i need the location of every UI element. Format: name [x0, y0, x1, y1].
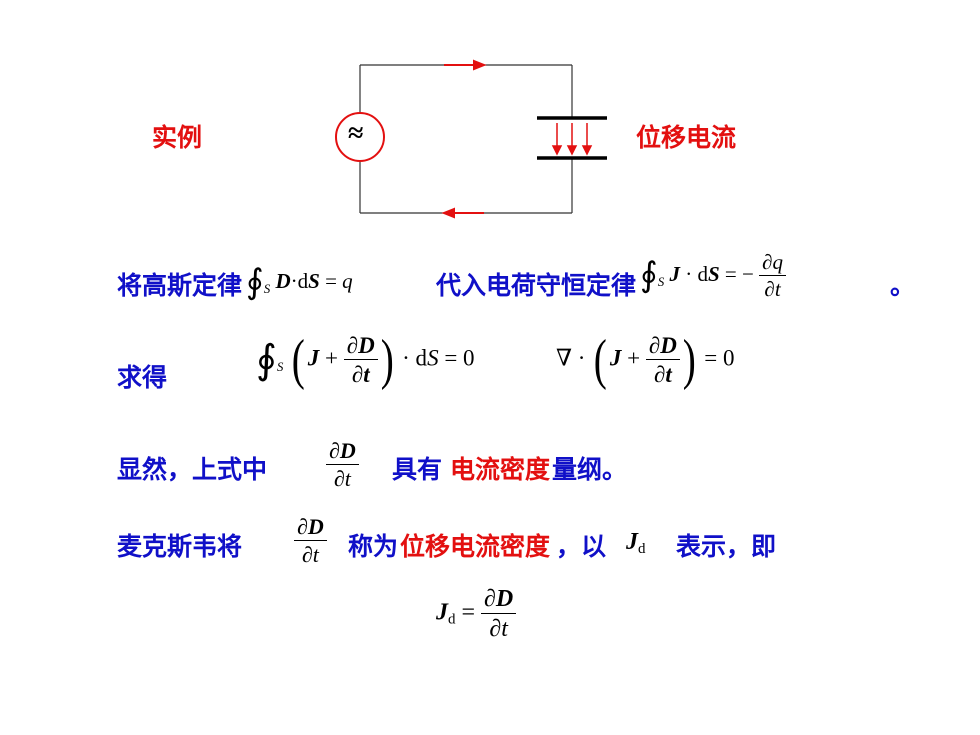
line4-text-d: ，以 [556, 532, 607, 561]
dD-dt-fraction-2: ∂D∂t [294, 516, 327, 566]
line1-text-b: 代入电荷守恒定律 [436, 271, 637, 300]
line2-label: 求得 [117, 363, 168, 392]
result-differential-formula: ∇ · (J + ∂D∂t) = 0 [556, 328, 735, 391]
displacement-current-label: 位移电流 [636, 123, 737, 152]
ac-source-circle [335, 112, 385, 162]
result-integral-formula: ∮S (J + ∂D∂t) · dS = 0 [256, 328, 475, 391]
ac-source-symbol: ≈ [348, 118, 364, 149]
line1-text-a: 将高斯定律 [117, 271, 243, 300]
line3-text-a: 显然，上式中 [117, 455, 268, 484]
Jd-symbol: Jd [626, 529, 646, 557]
line4-text-b: 称为 [348, 532, 399, 561]
circuit-wires [359, 64, 573, 214]
line4-text-e: 表示，即 [676, 532, 777, 561]
line3-current-density: 电流密度 [450, 455, 551, 484]
displacement-field-arrows [551, 123, 593, 156]
current-arrow-bottom [441, 207, 484, 219]
gauss-law-formula: ∮S D·dS = q [246, 264, 353, 301]
charge-conservation-formula: ∮S J · dS = − ∂q∂t [640, 252, 786, 300]
current-arrow-top [444, 59, 487, 71]
line4-displacement-current-density: 位移电流密度 [400, 532, 551, 561]
line3-text-d: 量纲。 [552, 455, 628, 484]
line1-end: 。 [890, 271, 916, 300]
line3-text-b: 具有 [392, 455, 443, 484]
example-label: 实例 [152, 123, 203, 152]
displacement-current-density-formula: Jd = ∂D∂t [436, 587, 517, 641]
capacitor-plates [537, 116, 607, 160]
dD-dt-fraction-1: ∂D∂t [326, 440, 359, 490]
line4-text-a: 麦克斯韦将 [117, 532, 243, 561]
